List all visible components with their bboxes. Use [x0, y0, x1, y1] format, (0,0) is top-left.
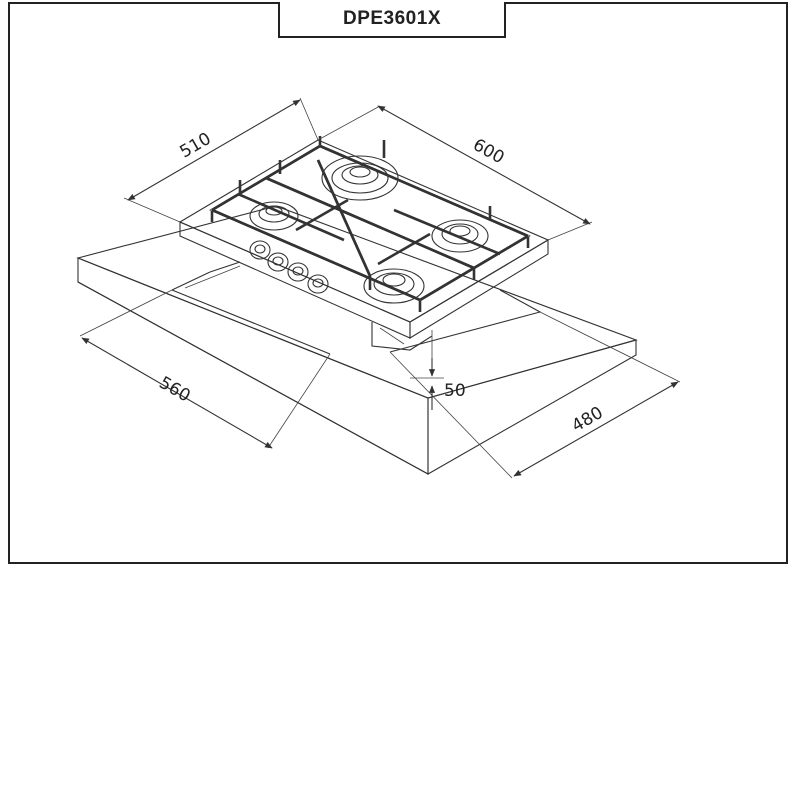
knob [267, 252, 289, 272]
dimension-label-480: 480 [568, 403, 606, 437]
dimension-cutout-depth: 480 [389, 311, 681, 479]
model-title-box: DPE3601X [278, 2, 506, 38]
dimension-cutout-width: 560 [79, 289, 331, 449]
control-knobs [249, 240, 329, 294]
knob [249, 240, 271, 260]
dimension-label-560: 560 [155, 373, 193, 407]
burner-right-medium [431, 219, 489, 253]
dimension-label-600: 600 [469, 135, 507, 168]
cutout-opening [171, 261, 542, 355]
dimension-label-50: 50 [444, 381, 466, 401]
burner-left-small [249, 201, 299, 231]
hob-body [178, 139, 550, 351]
model-title: DPE3601X [342, 8, 441, 29]
dimension-min-distance: 50 [410, 330, 466, 410]
burner-front-medium [363, 268, 425, 304]
knob [307, 274, 329, 294]
knob [287, 262, 309, 282]
dimension-label-510: 510 [176, 129, 214, 163]
